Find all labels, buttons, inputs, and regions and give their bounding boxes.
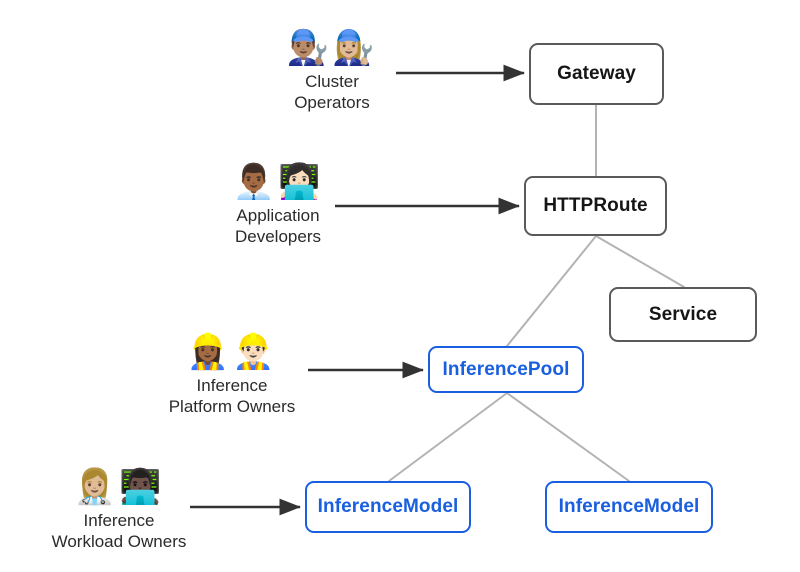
persona-label-line2: Developers: [235, 227, 321, 246]
node-model-right[interactable]: InferenceModel: [545, 481, 713, 533]
arrow-lines: [190, 64, 525, 516]
persona-label-line2: Operators: [294, 93, 370, 112]
persona-label-line1: Inference: [83, 511, 155, 530]
node-gateway[interactable]: Gateway: [529, 43, 664, 105]
node-service[interactable]: Service: [609, 287, 757, 342]
persona-label-line1: Inference: [196, 376, 268, 395]
man-mechanic-icon: 👨🏽‍🔧👩🏼‍🔧: [286, 28, 378, 68]
man-office-worker-icon: 👨🏾‍💼👩🏻‍💻: [232, 162, 324, 202]
link-httproute-service: [595, 235, 685, 288]
link-pool-model-right: [506, 392, 630, 482]
link-pool-model-left: [388, 392, 508, 482]
node-httproute[interactable]: HTTPRoute: [524, 176, 667, 236]
persona-label-line1: Application: [236, 206, 320, 225]
woman-health-worker-icon: 👩🏼‍⚕️👨🏿‍💻: [73, 467, 165, 507]
woman-construction-worker-icon: 👷🏾‍♀️👷🏻‍♂️: [186, 332, 278, 372]
persona-label-line2: Workload Owners: [51, 532, 187, 551]
persona-label-line1: Cluster: [305, 72, 359, 91]
node-pool[interactable]: InferencePool: [428, 346, 584, 393]
node-model-left[interactable]: InferenceModel: [305, 481, 471, 533]
link-httproute-pool: [506, 235, 597, 347]
persona-label-line2: Platform Owners: [168, 397, 296, 416]
